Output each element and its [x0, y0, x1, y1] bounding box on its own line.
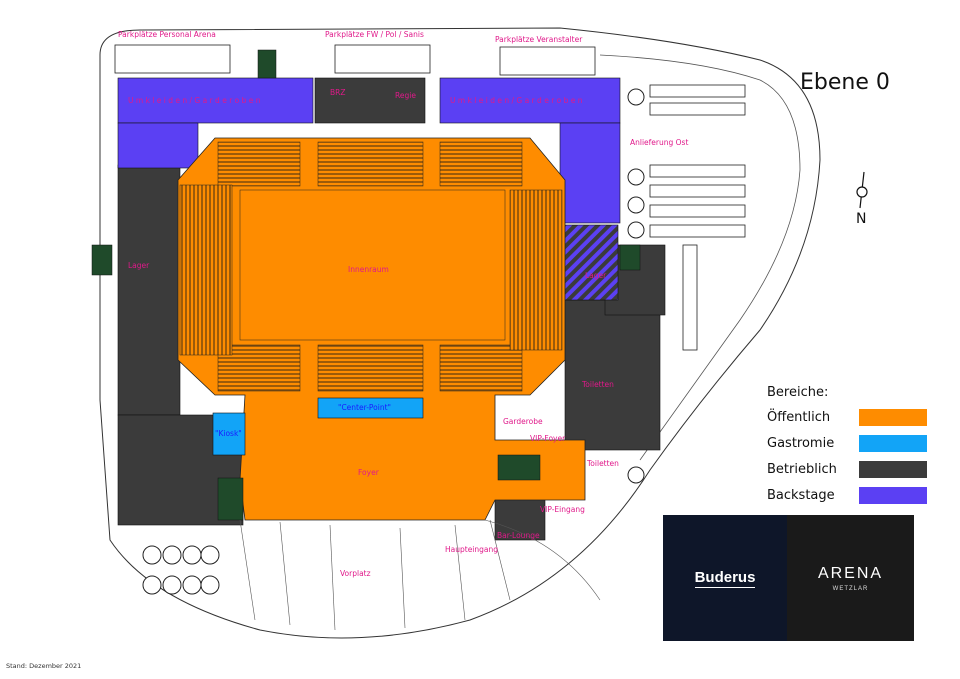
arena-floor — [239, 189, 506, 341]
legend-item-public: Öffentlich — [767, 408, 927, 427]
seating-blocks — [179, 141, 563, 392]
trees — [627, 88, 645, 484]
date-stamp: Stand: Dezember 2021 — [6, 662, 82, 670]
parking-organizer — [499, 46, 596, 76]
label-room-right: Lager — [585, 271, 607, 280]
label-room-left: Lager — [128, 261, 150, 270]
site-outline — [99, 27, 821, 639]
label-delivery-east: Anlieferung Ost — [630, 138, 688, 147]
label-bar-lounge: Bar-Lounge — [497, 531, 540, 540]
label-regie: Regie — [395, 91, 416, 100]
site-outline-inner — [599, 54, 801, 461]
label-main-entrance: Haupteingang — [445, 545, 498, 554]
legend-item-operational: Betrieblich — [767, 460, 927, 479]
logo-arena-panel: ARENA WETZLAR — [787, 515, 914, 641]
label-dressing-right: U m k l e i d e n / G a r d e r o b e n — [450, 96, 583, 105]
compass-label: N — [856, 211, 866, 227]
arena-logo: Buderus ARENA WETZLAR — [663, 515, 914, 641]
mixed-area — [562, 224, 619, 301]
logo-city: WETZLAR — [832, 585, 869, 592]
label-forecourt: Vorplatz — [340, 569, 371, 578]
parking-staff — [114, 44, 231, 74]
label-arena-floor: Innenraum — [348, 265, 389, 274]
label-vip-foyer: VIP-Foyer — [530, 434, 566, 443]
forecourt-lines — [239, 519, 601, 631]
legend-swatch-gastro — [859, 435, 927, 452]
legend-swatch-operational — [859, 461, 927, 478]
label-center-point: "Center-Point" — [338, 403, 391, 412]
legend-item-backstage: Backstage — [767, 486, 927, 505]
logo-brand-panel: Buderus — [663, 515, 787, 641]
legend: Bereiche: Öffentlich Gastromie Betriebli… — [767, 385, 927, 512]
legend-swatch-public — [859, 409, 927, 426]
truck-bays — [649, 84, 746, 351]
label-kiosk: "Kiosk" — [215, 429, 242, 438]
level-title: Ebene 0 — [800, 70, 890, 95]
legend-item-gastro: Gastromie — [767, 434, 927, 453]
backstage-areas — [117, 77, 621, 224]
legend-swatch-backstage — [859, 487, 927, 504]
label-parking-fw: Parkplätze FW / Pol / Sanis — [325, 30, 424, 39]
label-parking-staff: Parkplätze Personal Arena — [118, 30, 216, 39]
label-brz: BRZ — [330, 88, 346, 97]
center-point-gastro — [317, 397, 424, 419]
label-foyer: Foyer — [358, 468, 380, 477]
logo-brand: Buderus — [694, 568, 756, 588]
label-parking-organizer: Parkplätze Veranstalter — [495, 35, 583, 44]
label-toilets-upper: Toiletten — [581, 380, 614, 389]
label-dressing-left: U m k l e i d e n / G a r d e r o b e n — [128, 96, 261, 105]
parking-fw — [334, 44, 431, 74]
label-toilets-lower: Toiletten — [586, 459, 619, 468]
compass-icon: N — [856, 171, 868, 227]
label-garderobe: Garderobe — [503, 417, 543, 426]
stair-blocks — [91, 49, 641, 521]
legend-title: Bereiche: — [767, 385, 829, 400]
label-vip-entrance: VIP-Eingang — [540, 505, 585, 514]
logo-arena: ARENA — [817, 564, 884, 582]
kiosk-gastro — [212, 412, 246, 456]
tree-group — [142, 545, 220, 595]
